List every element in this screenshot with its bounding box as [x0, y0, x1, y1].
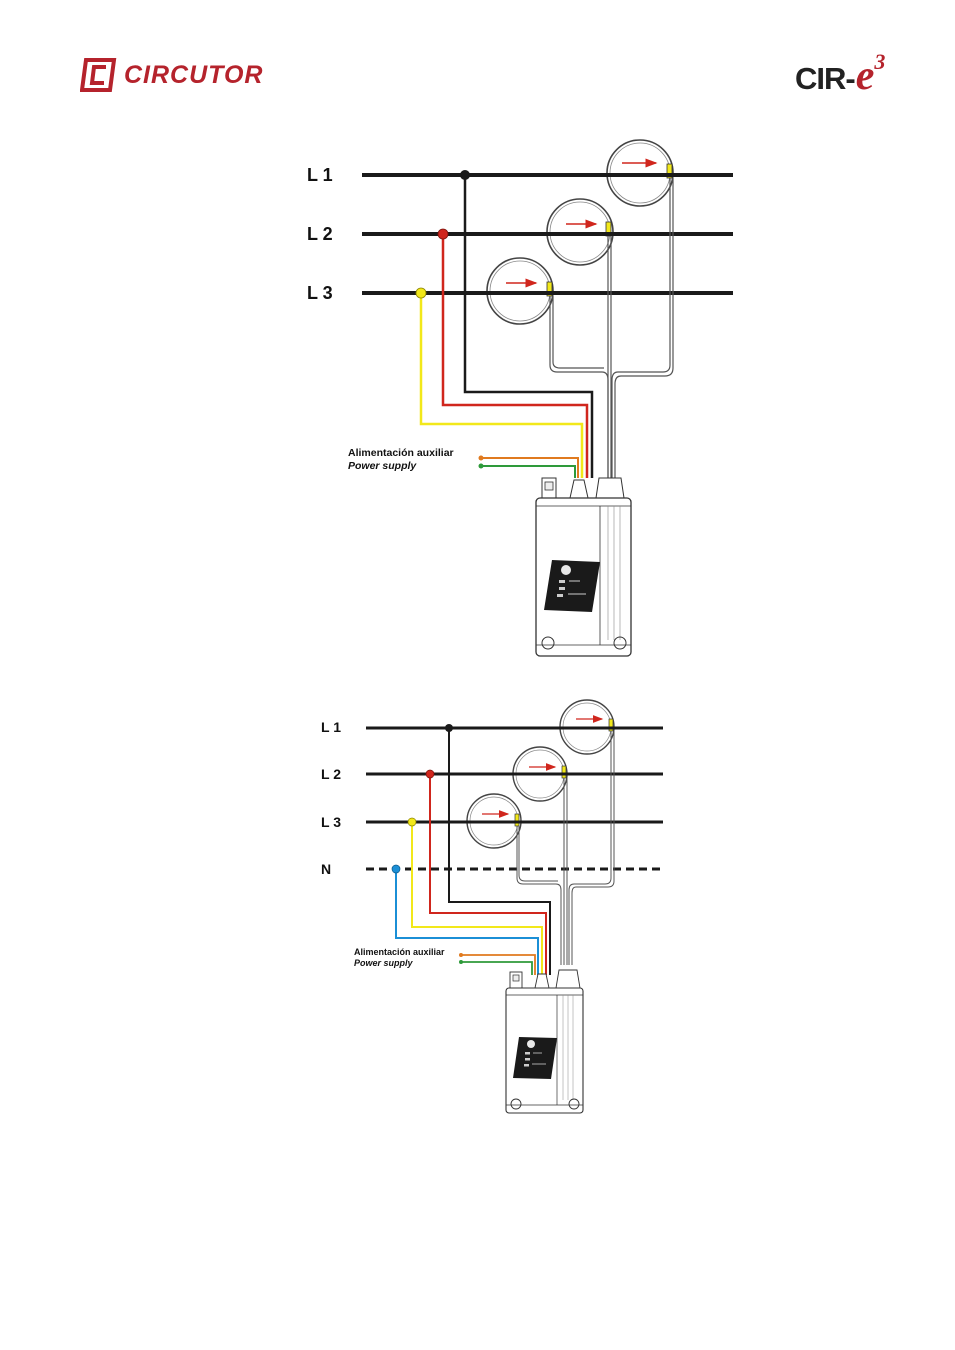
product-e: e: [855, 53, 875, 99]
product-superscript: 3: [874, 49, 886, 74]
voltage-wire-l2: [441, 234, 589, 478]
tap-node-l2: [425, 769, 435, 779]
tap-node-l1: [460, 170, 470, 180]
analyzer-device: [505, 969, 584, 1114]
aux-wire-orange: [481, 457, 579, 478]
probe-cables: [516, 731, 615, 965]
label-l1: L 1: [307, 165, 333, 185]
voltage-wire-l2: [429, 774, 547, 975]
brand-name: CIRCUTOR: [124, 60, 264, 89]
diagram-3-wire: L 1 L 2 L 3: [307, 139, 733, 657]
product-logo: CIR- e 3: [795, 49, 886, 99]
voltage-wire-l3: [419, 293, 584, 478]
voltage-wire-neutral: [395, 869, 539, 975]
circutor-logo: CIRCUTOR: [80, 55, 263, 95]
probe-cables: [549, 178, 674, 490]
tap-node-l3: [407, 817, 417, 827]
tap-node-l1: [445, 724, 453, 732]
tap-node-l2: [437, 228, 449, 240]
aux-wire-green: [461, 961, 533, 975]
page-header: CIRCUTOR CIR- e 3: [0, 0, 955, 120]
aux-wire-green: [481, 465, 576, 478]
label-l1: L 1: [321, 719, 341, 735]
label-l2: L 2: [307, 224, 333, 244]
voltage-wire-l1: [448, 728, 551, 975]
label-n: N: [321, 861, 331, 877]
label-l2: L 2: [321, 766, 341, 782]
aux-label: Alimentación auxiliar: [348, 447, 454, 459]
tap-node-neutral: [391, 864, 401, 874]
diagram-4-wire: L 1 L 2 L 3 N: [321, 699, 663, 1114]
aux-wire-orange: [461, 954, 536, 975]
aux-label-en: Power supply: [354, 958, 414, 968]
label-l3: L 3: [307, 283, 333, 303]
aux-label: Alimentación auxiliar: [354, 947, 445, 957]
voltage-wire-l1: [463, 175, 594, 478]
label-l3: L 3: [321, 814, 341, 830]
analyzer-device: [535, 477, 632, 657]
product-prefix: CIR-: [795, 61, 856, 96]
voltage-wire-l3: [411, 822, 543, 975]
circutor-logo-icon: [80, 58, 117, 92]
tap-node-l3: [415, 287, 427, 299]
aux-label-en: Power supply: [348, 460, 417, 472]
